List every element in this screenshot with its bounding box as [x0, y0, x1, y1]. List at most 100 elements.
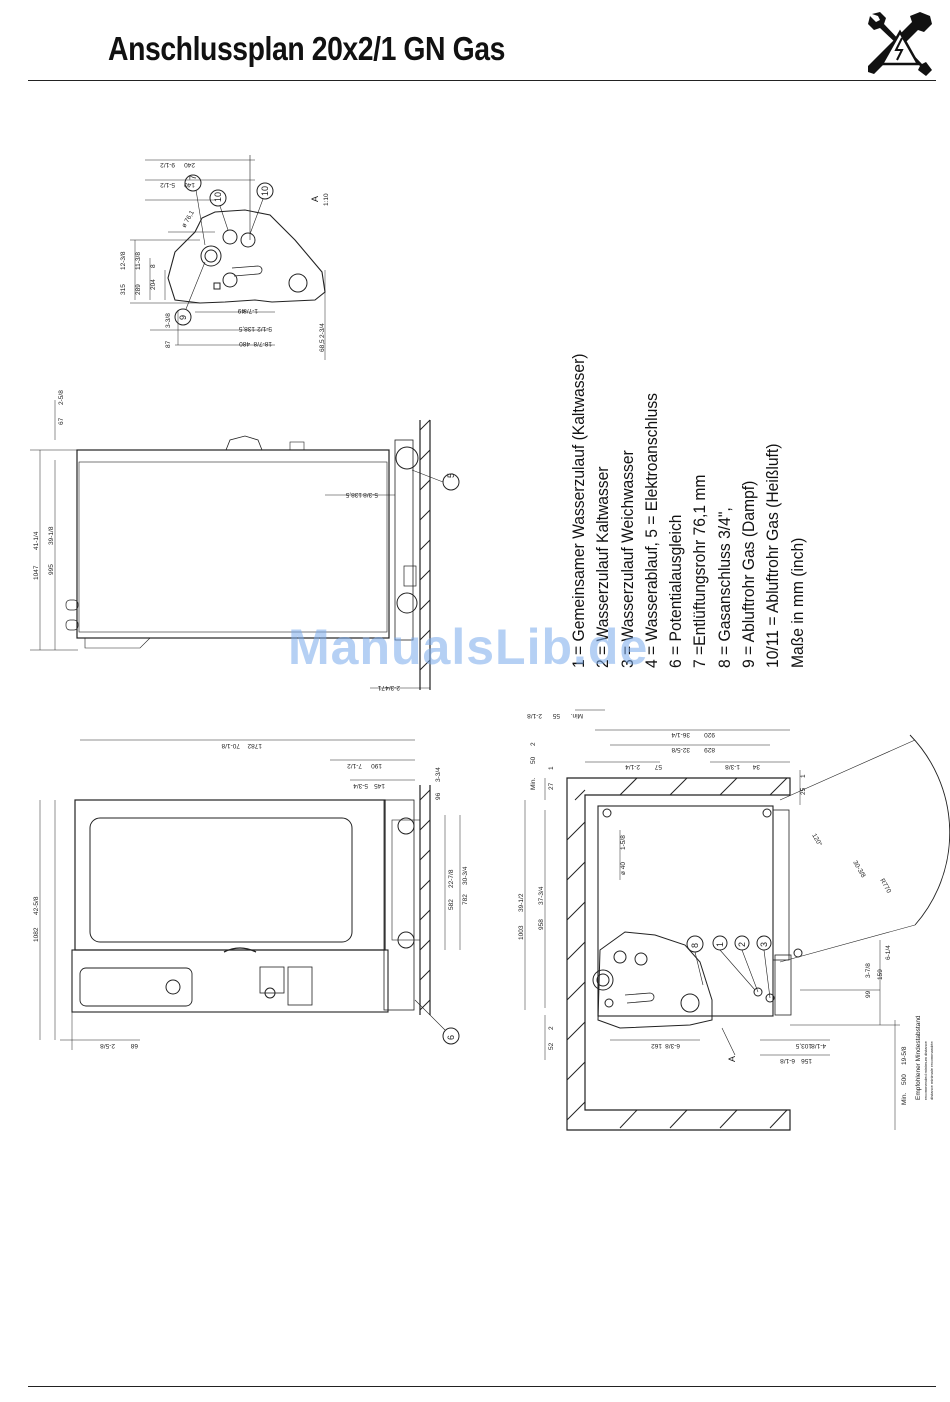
dim-side-6: 39-1/8: [48, 526, 55, 545]
dim-top-6: 829: [704, 746, 715, 753]
dim-top-40: Min.: [901, 1093, 908, 1105]
dim-top-14: 2: [530, 742, 537, 746]
dim-front-16: 2-5/8: [100, 1042, 115, 1049]
dim-front-12: 22-7/8: [448, 869, 455, 888]
dim-detail-7: 289: [135, 284, 142, 295]
dim-detail-10: 8: [150, 264, 157, 268]
dim-top-12: Min.: [530, 778, 537, 790]
detail-a: [130, 155, 326, 360]
dim-side-10: 2-3/4: [385, 684, 400, 691]
dim-top-33: 159: [877, 969, 884, 980]
dim-front-2: 70-1/8: [221, 742, 240, 749]
header-rule: [28, 80, 936, 81]
detail-callout-9: 9: [178, 315, 188, 320]
dim-detail-2: 9-1/2: [160, 161, 175, 168]
dim-top-13: 50: [530, 756, 537, 764]
legend-line-1: 1 = Gemeinsamer Wasserzulauf (Kaltwasser…: [569, 353, 588, 668]
dim-front-15: 68: [130, 1042, 138, 1049]
dim-top-42: 19-5/8: [901, 1046, 908, 1065]
dim-top-27: 25: [800, 787, 807, 795]
dim-top-3: 2-1/8: [527, 712, 542, 719]
dim-front-13: 782: [462, 894, 469, 905]
dim-top-25: 162: [651, 1042, 662, 1049]
dim-top-15: 27: [548, 782, 555, 790]
dim-front-14: 30-3/4: [462, 866, 469, 885]
dim-side-2: 2-5/8: [58, 390, 65, 405]
dim-detail-9: 204: [150, 279, 157, 290]
dim-front-5: 145: [374, 782, 385, 789]
dim-top-21: 958: [538, 919, 545, 930]
dim-top-23: 52: [548, 1042, 555, 1050]
top-view: [524, 709, 950, 1131]
dim-top-22: 37-3/4: [538, 886, 545, 905]
dim-top-37: 4-1/8: [811, 1042, 826, 1049]
dim-front-7: 96: [435, 792, 442, 800]
top-note-sub2: distance minimale recommandée: [929, 1041, 934, 1100]
dim-top-35: 99: [865, 990, 872, 998]
legend-line-2: 2 = Wasserzulauf Kaltwasser: [593, 466, 613, 668]
dim-detail-13: 49: [237, 307, 245, 314]
dim-detail-6: 12-3/8: [120, 251, 127, 270]
dim-top-11: 1-3/8: [725, 763, 740, 770]
dim-top-4: 920: [704, 731, 715, 738]
top-note: Empfohlener Mindestabstand: [915, 1015, 922, 1100]
legend-line-9: 10/11 = Abluftrohr Gas (Heißluft): [763, 443, 783, 668]
legend-line-5: 6 = Potentialausgleich: [666, 514, 686, 668]
dim-top-7: 32-5/8: [671, 746, 690, 753]
dim-top-2: 55: [552, 712, 560, 719]
dim-detail-21: ø 76,1: [181, 209, 196, 229]
dim-top-26: 6-3/8: [665, 1042, 680, 1049]
dim-detail-20: 2-3/4: [319, 323, 326, 338]
dim-detail-17: 480: [239, 340, 250, 347]
dim-top-31: 30-3/8: [851, 860, 866, 880]
dim-top-16: 1: [548, 766, 555, 770]
dim-detail-5: 315: [120, 284, 127, 295]
dim-side-4: 41-1/4: [33, 531, 40, 550]
dim-front-3: 190: [371, 762, 382, 769]
dim-top-17: ø 40: [620, 862, 627, 875]
legend-line-4: 4 = Wasserablauf, 5 = Elektroanschluss: [641, 392, 661, 668]
legend-line-10: Maße in mm (inch): [787, 537, 807, 668]
dim-top-39: 6-1/8: [780, 1057, 795, 1064]
dim-side-1: 67: [58, 417, 65, 425]
dim-front-6: 5-3/4: [353, 782, 368, 789]
top-callout-a: A: [727, 1056, 737, 1062]
dim-top-20: 39-1/2: [518, 893, 525, 912]
dim-detail-16: 5-1/2: [257, 325, 272, 332]
dim-top-19: 1003: [518, 925, 525, 940]
top-callout-8: 8: [690, 943, 700, 948]
watermark: ManualsLib.de: [288, 619, 649, 675]
dim-side-8: 5-3/8: [363, 491, 378, 498]
side-callout-5: 5: [446, 473, 456, 478]
dim-top-9: 2-1/4: [625, 763, 640, 770]
front-view: [39, 739, 461, 1050]
dim-top-29: 120°: [810, 832, 824, 848]
dim-top-10: 34: [752, 763, 760, 770]
dim-top-5: 36-1/4: [671, 731, 690, 738]
dim-top-28: 1: [800, 774, 807, 778]
dim-detail-11: 87: [165, 340, 172, 348]
dim-detail-4: 5-1/2: [160, 181, 175, 188]
dim-front-1: 1782: [247, 742, 262, 749]
dim-top-38: 156: [801, 1057, 812, 1064]
detail-label: A: [310, 196, 320, 202]
dim-top-8: 57: [654, 763, 662, 770]
dim-front-4: 7-1/2: [347, 762, 362, 769]
dim-detail-14: 1-7/8: [243, 307, 258, 314]
detail-callout-10b: 10: [260, 186, 270, 196]
legend: 1 = Gemeinsamer Wasserzulauf (Kaltwasser…: [567, 18, 827, 668]
top-note-sub: recommended minimum distance: [923, 1040, 928, 1100]
detail-callout-10a: 10: [213, 192, 223, 202]
legend-line-3: 3 = Wasserzulauf Weichwasser: [617, 450, 637, 668]
dim-detail-19: 68,5: [319, 339, 326, 352]
dim-top-18: 1-5/8: [620, 835, 627, 850]
top-callout-3: 3: [759, 942, 769, 947]
dim-side-7: 138,5: [345, 491, 362, 498]
dim-detail-15: 138,5: [238, 325, 255, 332]
dim-detail-18: 18-7/8: [253, 340, 272, 347]
side-view: [30, 400, 460, 690]
page-title: Anschlussplan 20x2/1 GN Gas: [108, 30, 505, 67]
detail-scale: 1:10: [323, 193, 330, 206]
dim-side-3: 1047: [33, 565, 40, 580]
